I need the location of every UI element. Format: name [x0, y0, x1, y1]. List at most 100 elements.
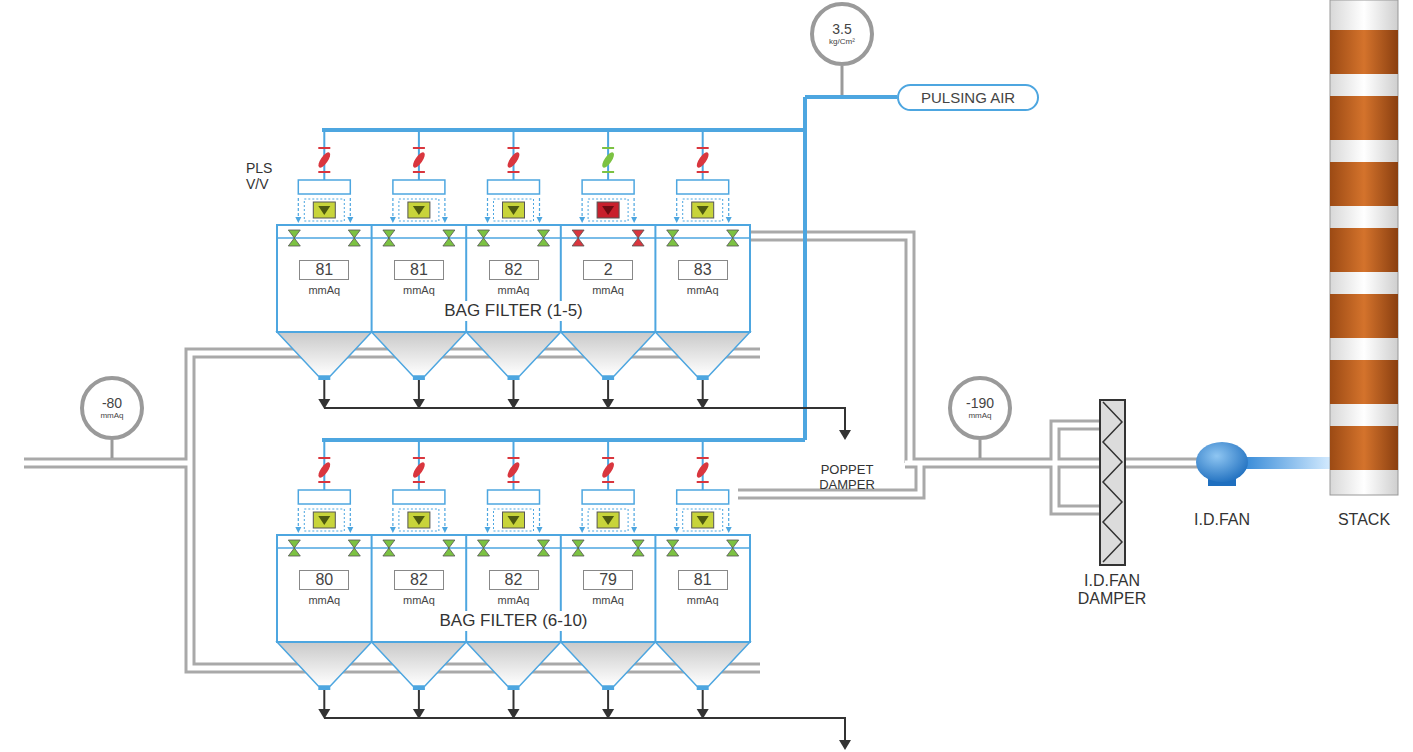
damper-label: POPPET DAMPER	[805, 462, 889, 492]
stack-band	[1330, 228, 1398, 272]
poppet-damper	[667, 230, 679, 246]
gauge-value: 3.5	[832, 22, 851, 37]
poppet-damper	[478, 230, 490, 246]
air-arrow	[539, 508, 540, 528]
air-arrow-head	[537, 527, 543, 533]
duct-outer	[1055, 425, 1100, 463]
fan-discharge-glow	[1240, 457, 1332, 469]
air-arrow-head	[390, 527, 396, 533]
indicator-frame	[494, 509, 534, 531]
pressure-unit: mmAq	[590, 594, 626, 607]
pressure-value: 82	[394, 570, 444, 590]
air-arrow-head	[295, 527, 301, 533]
arrow-head	[602, 709, 614, 719]
valve-disc	[505, 461, 521, 480]
duct-inner	[905, 461, 1100, 466]
valve-flange	[602, 481, 614, 483]
discharge-line	[323, 380, 325, 402]
air-arrow-head	[485, 527, 491, 533]
poppet-damper	[538, 230, 550, 246]
pressure-value: 81	[678, 570, 728, 590]
indicator-triangle	[413, 206, 425, 215]
pressure-value: 82	[489, 260, 539, 280]
pls-valve-box	[488, 180, 540, 194]
discharge-line	[702, 380, 704, 402]
indicator-triangle	[697, 516, 709, 525]
bag-filter-bank	[277, 440, 851, 750]
pls-valve-box	[677, 490, 729, 504]
arrow-head	[839, 740, 851, 750]
arrow-head	[413, 399, 425, 409]
filter-housing	[277, 225, 750, 332]
valve-flange	[318, 481, 330, 483]
discharge-line	[702, 690, 704, 712]
hopper-outlet	[508, 376, 520, 380]
pulsing-air-inlet: PULSING AIR	[897, 84, 1039, 111]
status-indicator	[503, 202, 525, 218]
pls-valve-box	[677, 180, 729, 194]
duct-outer	[905, 458, 1100, 469]
hopper	[655, 332, 750, 376]
pressure-unit: mmAq	[590, 284, 626, 297]
hopper	[466, 642, 561, 686]
hopper-outlet	[318, 376, 330, 380]
air-arrow-head	[442, 527, 448, 533]
air-arrow-head	[579, 527, 585, 533]
valve-disc	[600, 151, 616, 170]
pressure-unit: mmAq	[496, 594, 532, 607]
status-indicator	[313, 202, 335, 218]
air-arrow	[676, 508, 677, 528]
gauge-unit: mmAq	[968, 411, 991, 420]
valve-flange	[697, 147, 709, 149]
poppet-damper	[538, 540, 550, 556]
gauge-stem	[979, 440, 982, 458]
pressure-unit: mmAq	[685, 284, 721, 297]
discharge-line	[607, 380, 609, 402]
valve-flange	[508, 171, 520, 173]
differential-pressure-display: 82mmAq	[484, 260, 544, 297]
indicator-triangle	[318, 206, 330, 215]
poppet-damper	[572, 230, 584, 246]
damper-label: I.D.FAN DAMPER	[1057, 572, 1167, 608]
valve-flange	[602, 171, 614, 173]
pressure-value: 79	[583, 570, 633, 590]
hopper	[277, 642, 372, 686]
valve-flange	[413, 147, 425, 149]
air-arrow	[298, 198, 299, 218]
air-arrow	[581, 508, 582, 528]
arrow-head	[318, 709, 330, 719]
air-arrow	[633, 198, 634, 218]
indicator-frame	[494, 199, 534, 221]
air-arrow	[581, 198, 582, 218]
air-arrow	[392, 198, 393, 218]
air-arrow-head	[485, 217, 491, 223]
pls-valve-box	[488, 490, 540, 504]
valve-disc	[411, 461, 427, 480]
pulsing-air-header	[805, 95, 897, 99]
discharge-line	[513, 690, 515, 712]
duct-outer	[750, 236, 910, 463]
gauge-value: -80	[102, 396, 122, 411]
hopper	[277, 332, 372, 376]
air-arrow-head	[631, 527, 637, 533]
equipment-label: I.D.FAN	[1172, 511, 1272, 529]
id-fan	[1196, 442, 1248, 482]
duct-outer	[1055, 463, 1100, 510]
gauge-value: -190	[966, 396, 994, 411]
air-arrow-head	[674, 527, 680, 533]
valve-flange	[697, 481, 709, 483]
air-arrow	[487, 198, 488, 218]
hopper-outlet	[602, 686, 614, 690]
air-arrow-head	[579, 217, 585, 223]
valve-flange	[602, 147, 614, 149]
stack-body	[1330, 0, 1398, 495]
poppet-damper	[667, 540, 679, 556]
pressure-gauge: -190mmAq	[948, 376, 1012, 440]
air-arrow	[350, 198, 351, 218]
hopper-outlet	[697, 686, 709, 690]
valve-disc	[695, 461, 711, 480]
compartment-divider	[654, 225, 656, 332]
status-indicator	[597, 512, 619, 528]
